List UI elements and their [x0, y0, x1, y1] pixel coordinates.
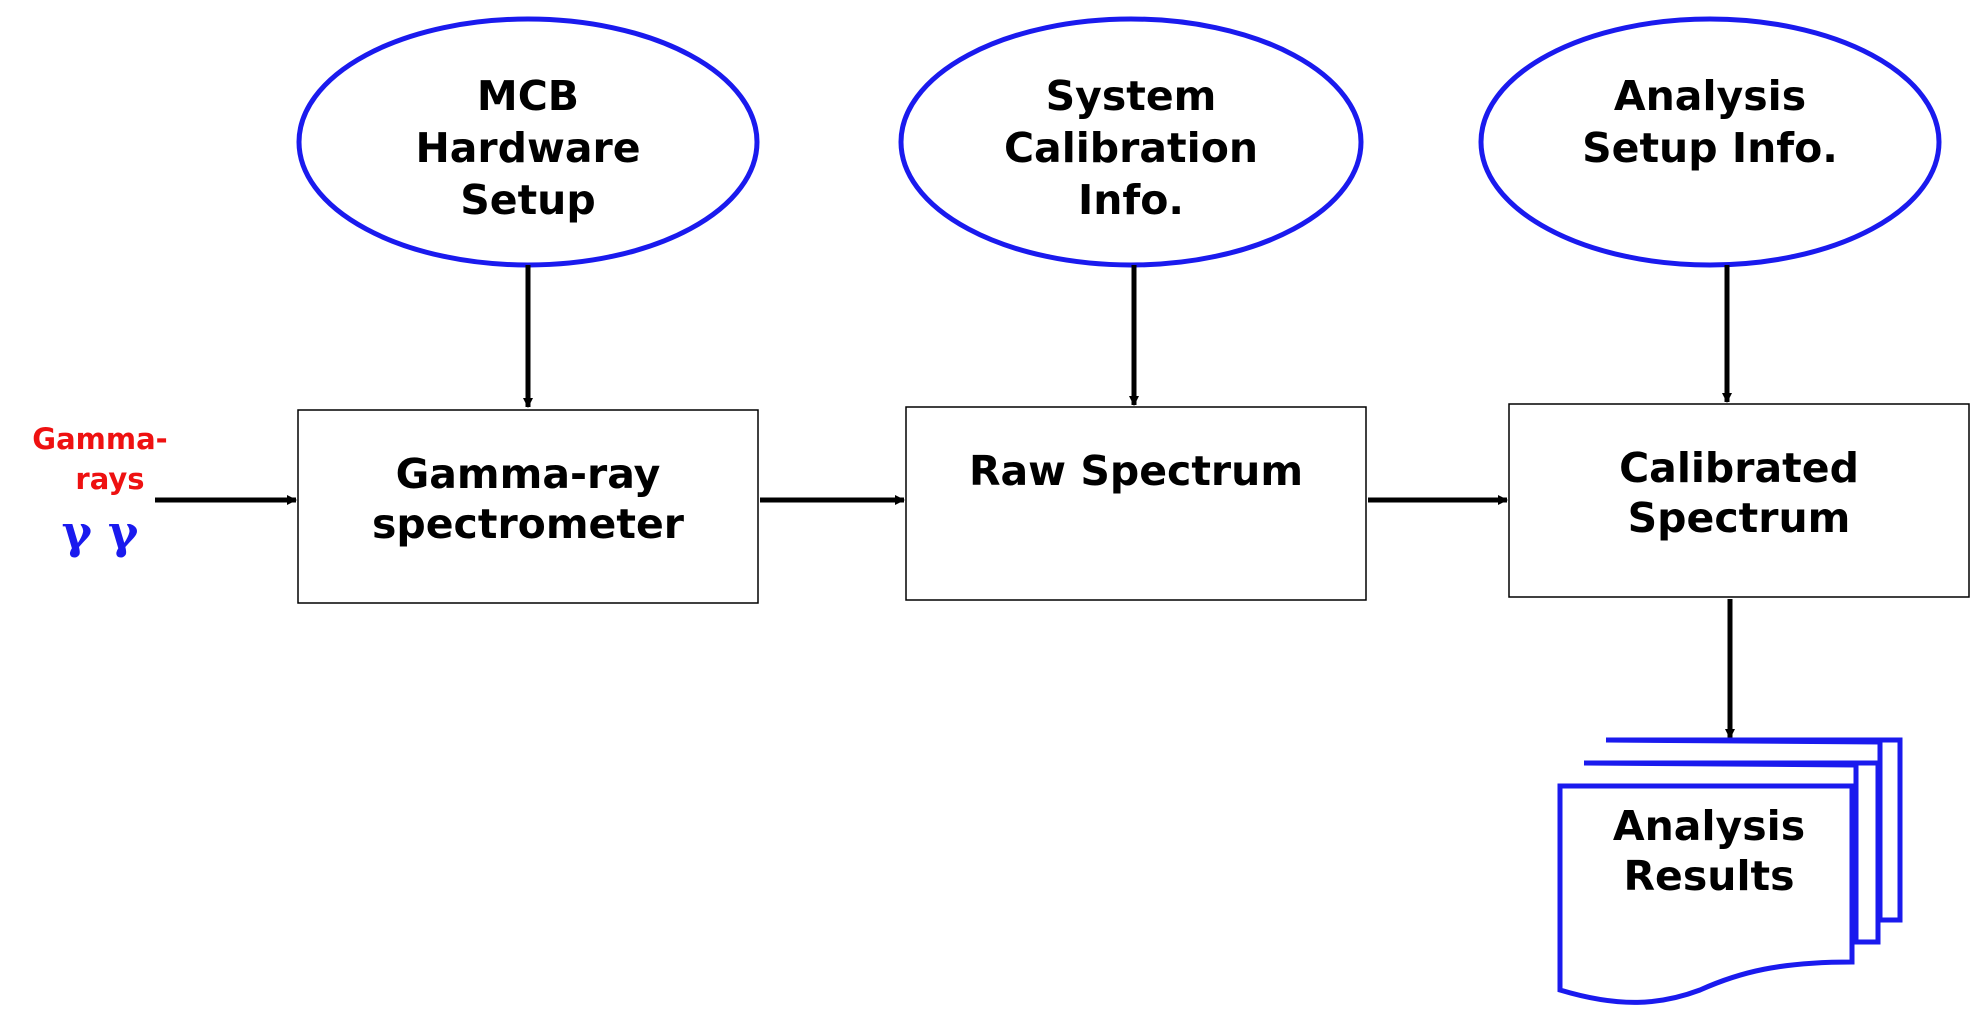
gamma-ray-spectrometer-box: Gamma-ray spectrometer: [297, 409, 759, 604]
results-document-middle: [1583, 760, 1881, 945]
system-calibration-info-ellipse: [898, 16, 1364, 268]
raw-spectrum-rect: [905, 406, 1367, 601]
calibration-label-line-1: System: [1046, 72, 1217, 120]
mcb-label-line-1: MCB: [477, 72, 579, 120]
system-calibration-info-node: System Calibration Info.: [898, 16, 1364, 268]
calibrated-spectrum-box: Calibrated Spectrum: [1508, 403, 1970, 598]
spectrometer-label-line-2: spectrometer: [372, 500, 685, 548]
raw-spectrum-label: Raw Spectrum: [969, 447, 1303, 495]
results-document-front: [1557, 783, 1855, 1005]
analysis-setup-label-line-2: Setup Info.: [1582, 124, 1838, 172]
calibrated-label-line-1: Calibrated: [1619, 444, 1859, 492]
results-label-line-2: Results: [1623, 852, 1794, 900]
gamma-symbols: γ γ: [62, 505, 139, 559]
spectrometer-rect: [297, 409, 759, 604]
calibration-label-line-2: Calibration: [1004, 124, 1258, 172]
results-label-line-1: Analysis: [1613, 802, 1805, 850]
mcb-label-line-2: Hardware: [415, 124, 640, 172]
spectrometer-label-line-1: Gamma-ray: [396, 450, 661, 498]
calibrated-label-line-2: Spectrum: [1628, 494, 1851, 542]
mcb-hardware-setup-node: MCB Hardware Setup: [296, 16, 760, 268]
analysis-setup-label-line-1: Analysis: [1614, 72, 1806, 120]
results-document-back: [1605, 737, 1903, 923]
mcb-label-line-3: Setup: [460, 176, 595, 224]
calibration-label-line-3: Info.: [1078, 176, 1184, 224]
calibrated-spectrum-rect: [1508, 403, 1970, 598]
gamma-rays-label-line-1: Gamma-: [32, 422, 167, 456]
analysis-results-documents: Analysis Results: [1557, 737, 1903, 1005]
raw-spectrum-box: Raw Spectrum: [905, 406, 1367, 601]
analysis-setup-info-node: Analysis Setup Info.: [1478, 16, 1942, 268]
gamma-rays-label-line-2: rays: [75, 462, 144, 496]
gamma-rays-input: Gamma- rays γ γ: [32, 422, 167, 559]
analysis-setup-info-ellipse: [1478, 16, 1942, 268]
